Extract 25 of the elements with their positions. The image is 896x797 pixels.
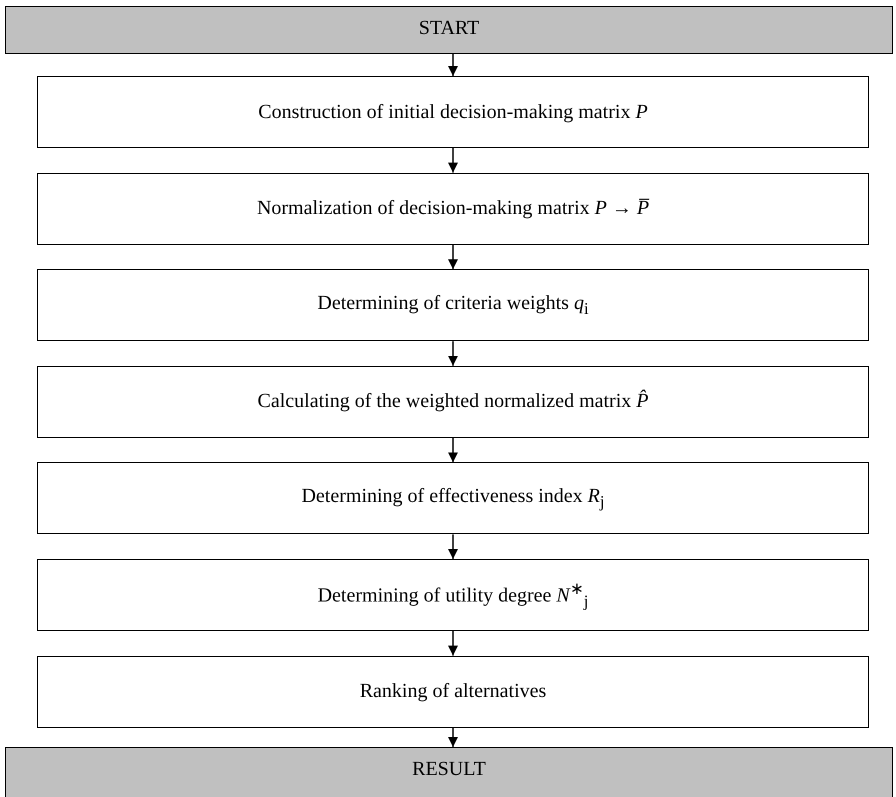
arrow [448,341,458,366]
process-box [37,366,869,438]
step-label: Normalization of decision-making matrix P → P̅ [256,197,650,220]
process-box [37,172,869,245]
arrow [448,54,458,76]
step-label: Determining of criteria weights q$_{i}$ [317,292,589,319]
process-box [37,462,869,534]
step-label: Ranking of alternatives [360,680,546,704]
arrow [448,438,458,462]
terminal-box [5,747,893,797]
step-label: Calculating of the weighted normalized matrix P̂ [258,390,648,414]
arrow [448,244,458,270]
step-label: RESULT [412,758,486,781]
arrow [448,148,458,173]
process-box [37,559,869,631]
step-label: Construction of initial decision-making matrix P [258,100,648,124]
step-label: Determining of effectiveness index R$_{j}$ [301,484,605,512]
process-box [37,269,869,342]
arrow [448,534,458,559]
process-box [37,76,869,148]
step-label: START [418,17,480,40]
arrow [448,631,458,656]
terminal-box [5,6,893,54]
arrow [448,728,458,747]
process-box [37,656,869,728]
